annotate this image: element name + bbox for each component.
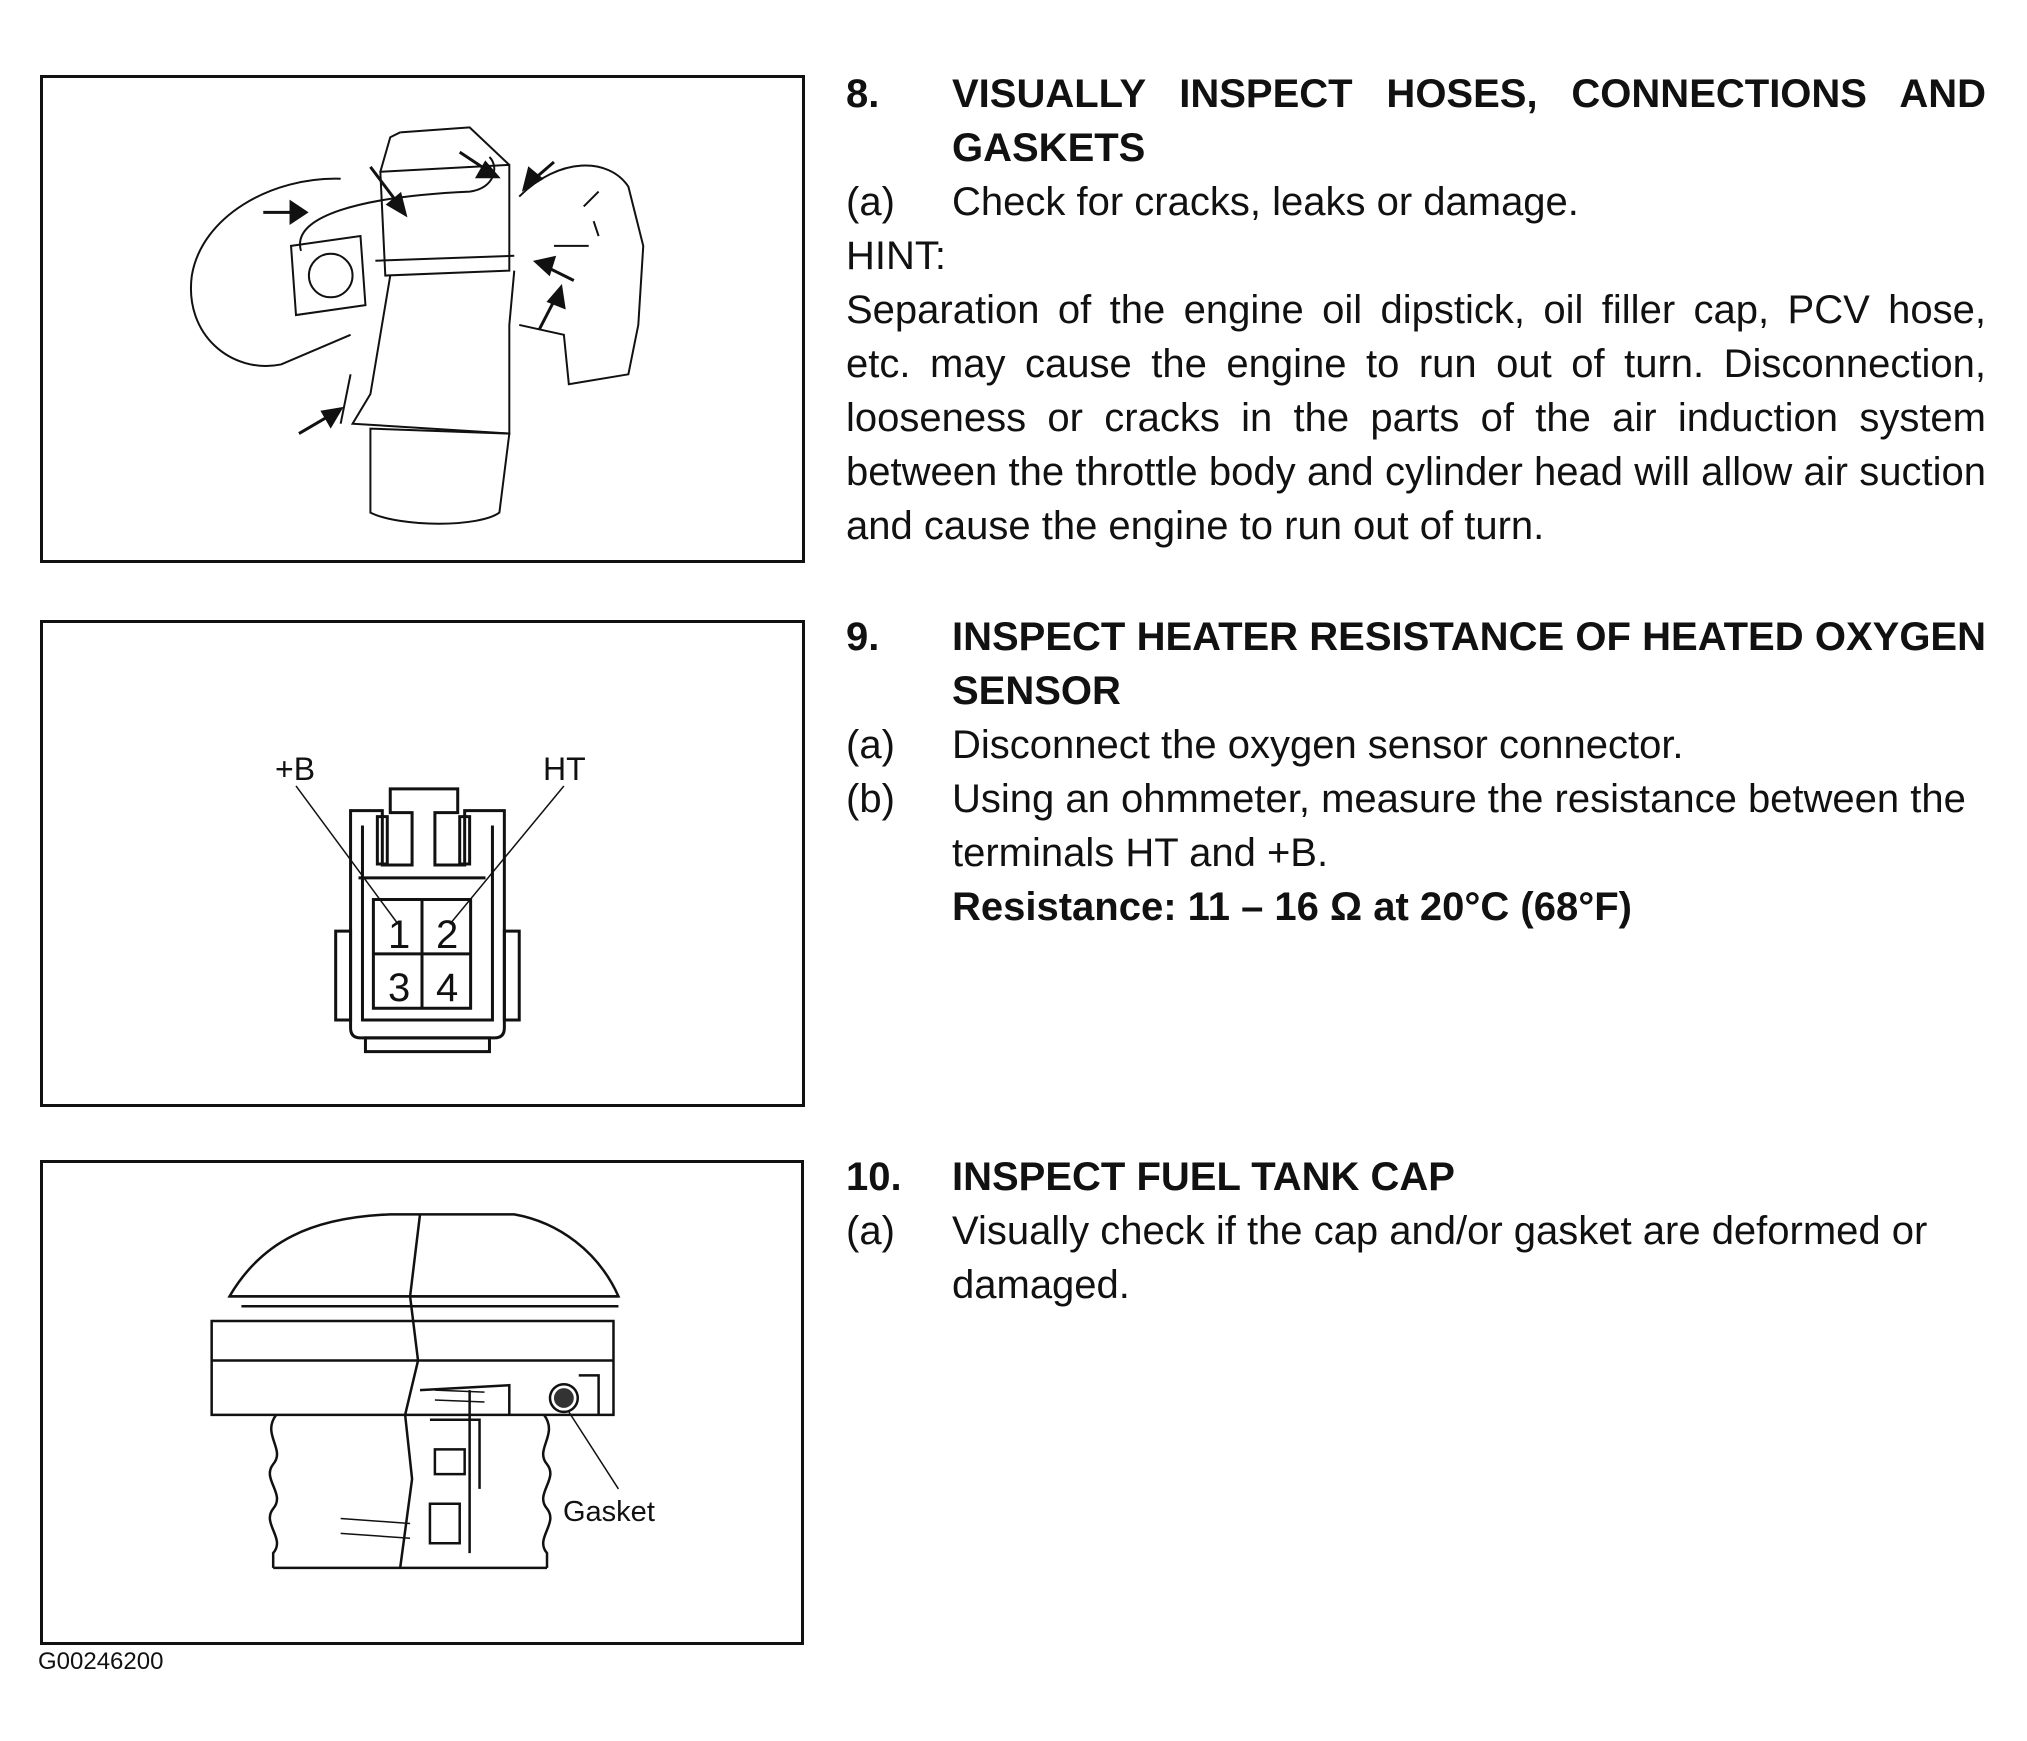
terminal-1: 1: [388, 913, 411, 957]
section-10-step-a: (a) Visually check if the cap and/or gas…: [846, 1204, 1986, 1312]
figure-id: G00246200: [38, 1648, 164, 1675]
hint-label: HINT:: [846, 234, 946, 278]
step-text: Disconnect the oxygen sensor connector.: [952, 723, 1684, 767]
section-9-step-a: (a) Disconnect the oxygen sensor connect…: [846, 718, 1986, 772]
section-10-heading: 10. INSPECT FUEL TANK CAP: [846, 1150, 1986, 1204]
step-label: (a): [846, 723, 895, 767]
hint-text: Separation of the engine oil dipstick, o…: [846, 288, 1986, 548]
ht-label: HT: [543, 751, 586, 787]
section-8-heading: 8. VISUALLY INSPECT HOSES, CONNECTIONS A…: [846, 67, 1986, 175]
section-10: 10. INSPECT FUEL TANK CAP (a) Visually c…: [846, 1150, 1986, 1312]
section-9-number: 9.: [846, 615, 880, 659]
step-text: Check for cracks, leaks or damage.: [952, 180, 1579, 224]
terminal-3: 3: [388, 966, 411, 1010]
terminal-2: 2: [436, 913, 459, 957]
engine-figure-panel: [40, 75, 805, 563]
section-10-title: INSPECT FUEL TANK CAP: [952, 1155, 1455, 1199]
connector-illustration: [43, 623, 802, 1104]
section-9-heading: 9. INSPECT HEATER RESISTANCE OF HEATED O…: [846, 610, 1986, 718]
fuel-cap-figure-panel: Gasket: [40, 1160, 804, 1645]
step-label: (a): [846, 1209, 895, 1253]
fuel-cap-illustration: [43, 1163, 801, 1642]
section-10-number: 10.: [846, 1155, 902, 1199]
section-9-title: INSPECT HEATER RESISTANCE OF HEATED OXYG…: [952, 615, 1986, 713]
section-9: 9. INSPECT HEATER RESISTANCE OF HEATED O…: [846, 610, 1986, 934]
section-8-number: 8.: [846, 72, 880, 116]
connector-figure-panel: +B HT 1 2 3 4: [40, 620, 805, 1107]
step-label: (a): [846, 180, 895, 224]
plus-b-label: +B: [275, 751, 316, 787]
section-9-step-b: (b) Using an ohmmeter, measure the resis…: [846, 772, 1986, 880]
gasket-label: Gasket: [563, 1496, 655, 1528]
step-text: Using an ohmmeter, measure the resistanc…: [952, 777, 1966, 875]
resistance-spec: Resistance: 11 – 16 Ω at 20°C (68°F): [952, 885, 1632, 929]
terminal-4: 4: [436, 966, 459, 1010]
section-8-title: VISUALLY INSPECT HOSES, CONNECTIONS AND …: [952, 72, 1986, 170]
engine-illustration: [43, 78, 802, 560]
section-8-step-a: (a) Check for cracks, leaks or damage.: [846, 175, 1986, 229]
step-label: (b): [846, 777, 895, 821]
step-text: Visually check if the cap and/or gasket …: [952, 1209, 1928, 1307]
section-8: 8. VISUALLY INSPECT HOSES, CONNECTIONS A…: [846, 67, 1986, 553]
